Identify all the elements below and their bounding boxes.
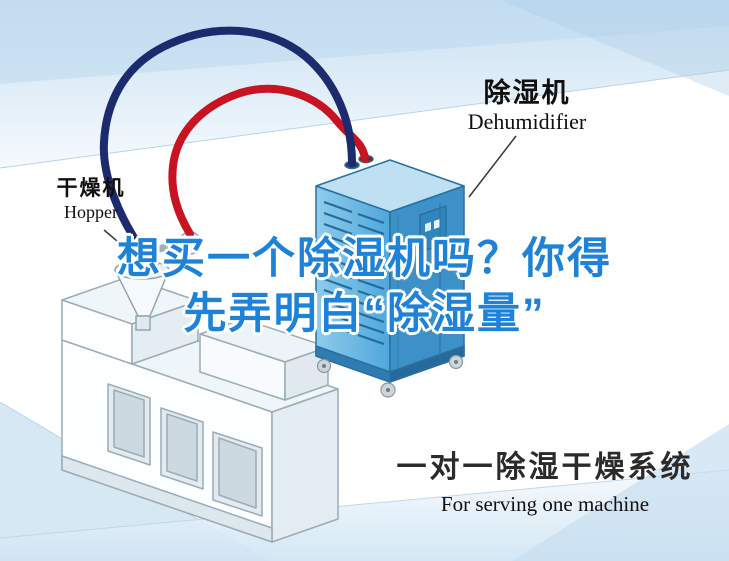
dehumidifier-label-en: Dehumidifier xyxy=(467,109,587,134)
hopper-label-cn: 干燥机 xyxy=(56,177,126,200)
hose-red xyxy=(168,84,369,238)
hopper-illustration xyxy=(114,231,202,331)
footer-caption: 一对一除湿干燥系统 For serving one machine xyxy=(395,450,695,517)
caster-wheels xyxy=(316,354,464,398)
footer-subtitle: For serving one machine xyxy=(440,492,650,516)
hopper-label-en: Hopper xyxy=(64,202,118,222)
hopper-pointer-line xyxy=(103,229,137,258)
headline-line1: 想买一个除湿机吗？你得 xyxy=(117,235,612,283)
dehumidifier-label-cn: 除湿机 xyxy=(483,78,571,108)
headline: 想买一个除湿机吗？你得 先弄明白“除湿量” xyxy=(0,232,729,342)
hopper-label: 干燥机 Hopper xyxy=(35,176,147,223)
dehumidifier-label: 除湿机 Dehumidifier xyxy=(443,78,611,135)
dehumidifier-illustration xyxy=(315,154,465,398)
dehumidifier-louvers xyxy=(323,200,385,346)
headline-line2: 先弄明白“除湿量” xyxy=(183,290,546,338)
footer-title: 一对一除湿干燥系统 xyxy=(396,451,694,484)
extruder-machine-illustration xyxy=(61,276,339,543)
hose-navy xyxy=(99,26,356,254)
dehumidifier-pointer-line xyxy=(468,135,517,198)
